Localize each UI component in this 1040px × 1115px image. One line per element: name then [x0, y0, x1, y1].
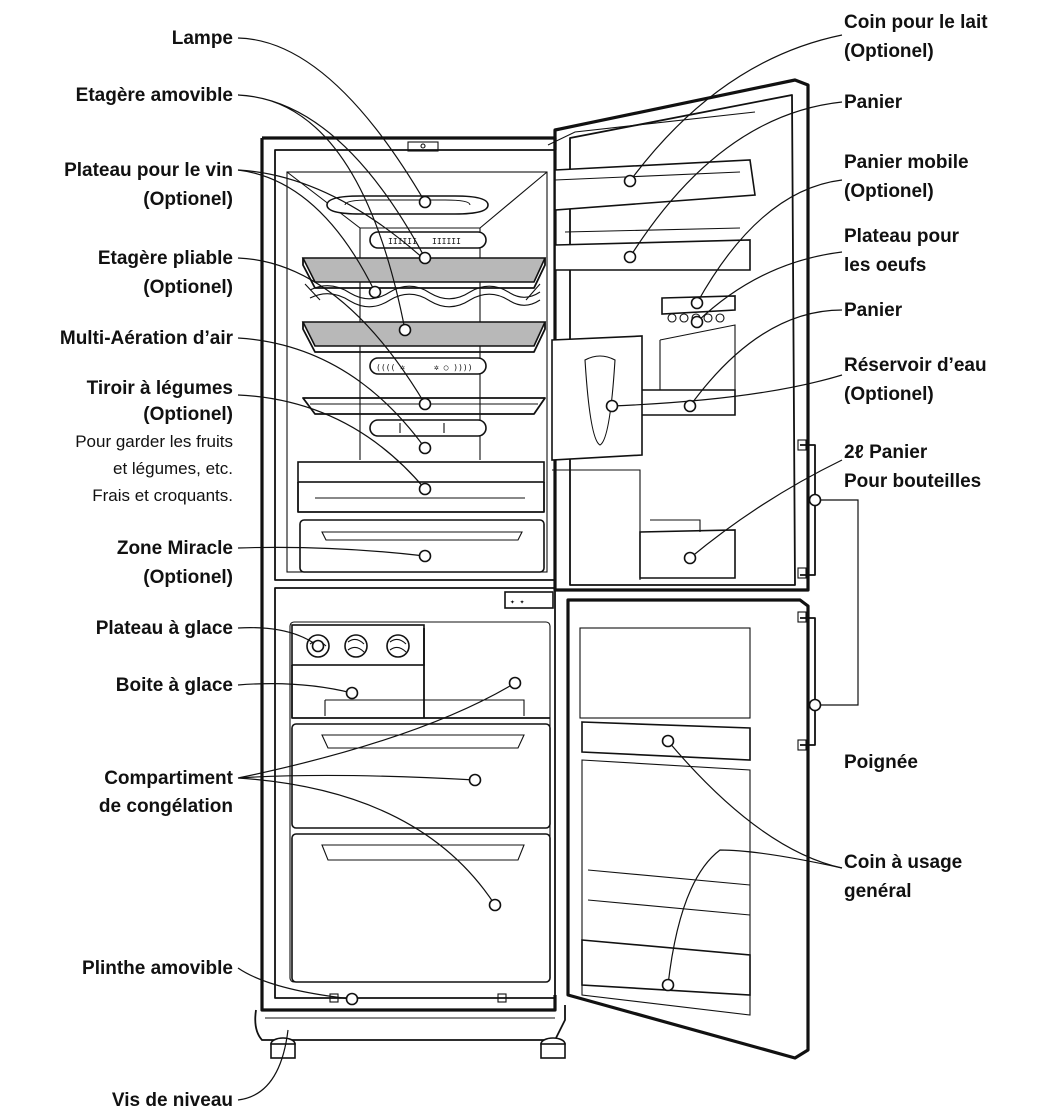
label-coin-lait-optionel: (Optionel) — [844, 41, 934, 62]
callout-dot — [418, 251, 432, 265]
callout-dot — [311, 639, 325, 653]
callout-dot — [368, 285, 382, 299]
label-boite-glace: Boite à glace — [116, 675, 233, 696]
label-plateau-vin: Plateau pour le vin — [64, 160, 233, 181]
callout-dot — [623, 250, 637, 264]
callout-dot — [508, 676, 522, 690]
label-plateau-oeufs-2: les oeufs — [844, 255, 926, 276]
callout-dots — [311, 174, 822, 1006]
callout-dot — [345, 992, 359, 1006]
label-panier-mobile: Panier mobile — [844, 152, 969, 173]
label-tiroir-legumes-optionel: (Optionel) — [143, 404, 233, 425]
label-reservoir-eau-optionel: (Optionel) — [844, 384, 934, 405]
callout-dot — [418, 441, 432, 455]
label-panier-mobile-optionel: (Optionel) — [844, 181, 934, 202]
label-vis-niveau: Vis de niveau — [112, 1090, 233, 1111]
callout-dot — [690, 296, 704, 310]
label-panier-bouteilles-2: Pour bouteilles — [844, 471, 981, 492]
callout-dot — [623, 174, 637, 188]
label-etagere-amovible: Etagère amovible — [76, 85, 233, 106]
label-coin-usage: Coin à usage — [844, 852, 962, 873]
svg-text:✦ ✦: ✦ ✦ — [510, 597, 525, 606]
callout-dot — [398, 323, 412, 337]
label-compartiment-congelation: de congélation — [99, 796, 233, 817]
label-coin-usage-2: genéral — [844, 881, 912, 902]
label-tiroir-desc-1: Pour garder les fruits — [75, 432, 233, 451]
label-etagere-pliable: Etagère pliable — [98, 248, 233, 269]
label-plateau-oeufs: Plateau pour — [844, 226, 960, 247]
callout-dot — [690, 315, 704, 329]
label-plateau-vin-optionel: (Optionel) — [143, 189, 233, 210]
callout-dot — [808, 698, 822, 712]
callout-dot — [468, 773, 482, 787]
svg-text:IIIIII: IIIIII — [432, 237, 461, 246]
callout-dot — [683, 551, 697, 565]
callout-dot — [418, 549, 432, 563]
callout-dot — [605, 399, 619, 413]
callout-dot — [418, 195, 432, 209]
label-tiroir-desc-2: et légumes, etc. — [113, 459, 233, 478]
labels-left: Lampe Etagère amovible Plateau pour le v… — [60, 28, 234, 1111]
label-compartiment: Compartiment — [104, 768, 233, 789]
label-lampe: Lampe — [172, 28, 233, 49]
callout-dot — [661, 734, 675, 748]
label-coin-lait: Coin pour le lait — [844, 12, 988, 33]
callout-dot — [683, 399, 697, 413]
refrigerator-body: IIIIII IIIIII (((( ✲ ✲ ○ )))) — [254, 78, 816, 1060]
svg-text:(((( ✲: (((( ✲ — [376, 363, 405, 372]
leader-lines — [237, 34, 859, 1101]
label-plinthe-amovible: Plinthe amovible — [82, 958, 233, 979]
callout-dot — [808, 493, 822, 507]
label-panier-bouteilles: 2ℓ Panier — [844, 442, 928, 463]
callout-dot — [661, 978, 675, 992]
label-poignee: Poignée — [844, 752, 918, 773]
label-reservoir-eau: Réservoir d’eau — [844, 355, 987, 376]
label-zone-miracle: Zone Miracle — [117, 538, 233, 559]
label-plateau-glace: Plateau à glace — [96, 618, 233, 639]
callout-dot — [418, 397, 432, 411]
label-etagere-pliable-optionel: (Optionel) — [143, 277, 233, 298]
callout-dot — [418, 482, 432, 496]
labels-right: Coin pour le lait (Optionel) Panier Pani… — [844, 12, 988, 902]
callout-dot — [345, 686, 359, 700]
label-panier-1: Panier — [844, 92, 903, 113]
svg-text:✲ ○ )))): ✲ ○ )))) — [434, 363, 473, 372]
label-panier-2: Panier — [844, 300, 903, 321]
callout-dot — [488, 898, 502, 912]
label-tiroir-legumes: Tiroir à légumes — [87, 378, 233, 399]
label-multi-aeration: Multi-Aération d’air — [60, 328, 234, 349]
label-tiroir-desc-3: Frais et croquants. — [92, 486, 233, 505]
label-zone-miracle-optionel: (Optionel) — [143, 567, 233, 588]
